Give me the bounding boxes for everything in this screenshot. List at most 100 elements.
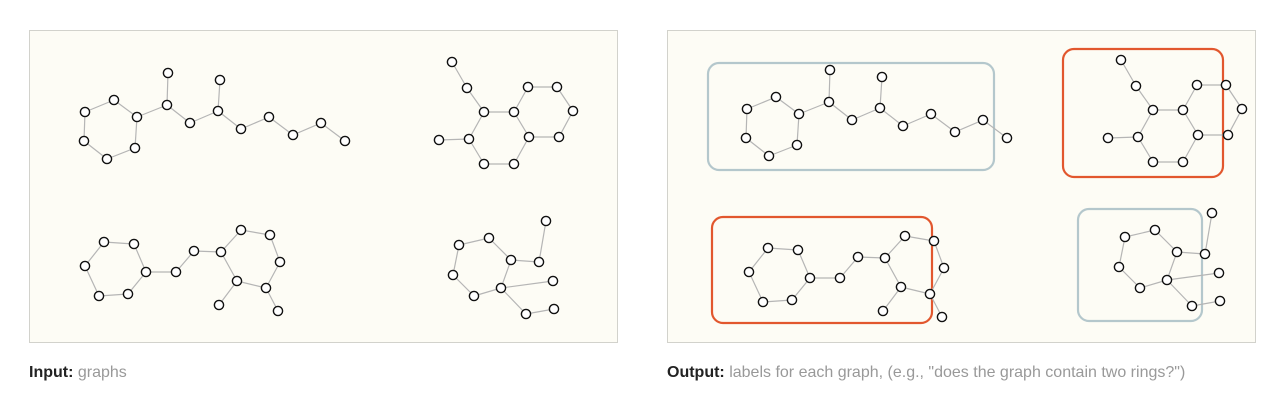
graph-edge [1166, 279, 1193, 307]
graph-node [741, 103, 753, 115]
graph-node [505, 254, 517, 266]
graph-node [1149, 224, 1161, 236]
graph-node [140, 266, 152, 278]
graph-node [874, 102, 886, 114]
graph-node [804, 272, 816, 284]
graph-node [762, 242, 774, 254]
graph-node [447, 269, 459, 281]
label-box-one-ring [706, 61, 996, 172]
graph-node [215, 246, 227, 258]
graph-node [235, 224, 247, 236]
graph-node [212, 105, 224, 117]
graph-node [1119, 231, 1131, 243]
input-panel [29, 30, 618, 343]
graph-node [977, 114, 989, 126]
graph-node [547, 275, 559, 287]
graph-edge [1204, 212, 1213, 255]
graph-node [786, 294, 798, 306]
graph-node [924, 288, 936, 300]
graph-node [1220, 79, 1232, 91]
graph-node [184, 117, 196, 129]
graph-node [1147, 156, 1159, 168]
graph-2 [1102, 54, 1248, 168]
graph-node [108, 94, 120, 106]
graph-node [824, 64, 836, 76]
graph-node [162, 67, 174, 79]
graph-node [170, 266, 182, 278]
graph-node [79, 106, 91, 118]
graph-node [936, 311, 948, 323]
graph-4 [447, 215, 560, 320]
graph-node [757, 296, 769, 308]
graph-edge [500, 280, 554, 289]
graph-node [1186, 300, 1198, 312]
graph-node [743, 266, 755, 278]
label-box-two-rings [710, 215, 934, 325]
graph-node [468, 290, 480, 302]
output-graphs-canvas [706, 47, 1248, 325]
graph-node [1236, 103, 1248, 115]
graph-node [79, 260, 91, 272]
graph-node [122, 288, 134, 300]
graph-node [1113, 261, 1125, 273]
graph-node [1192, 129, 1204, 141]
graph-edge [220, 251, 238, 282]
graph-node [1132, 131, 1144, 143]
graph-node [823, 96, 835, 108]
graph-node [483, 232, 495, 244]
graph-node [793, 108, 805, 120]
graph-edge [884, 257, 902, 288]
graph-node [339, 135, 351, 147]
graph-node [1134, 282, 1146, 294]
graph-node [1222, 129, 1234, 141]
graph-node [478, 106, 490, 118]
graph-3 [79, 224, 286, 317]
graph-node [879, 252, 891, 264]
graph-node [852, 251, 864, 263]
graph-node [508, 158, 520, 170]
input-caption-lead: Input: [29, 364, 74, 381]
graph-node [1177, 104, 1189, 116]
graph-node [1001, 132, 1013, 144]
output-panel [667, 30, 1256, 343]
graph-node [508, 106, 520, 118]
graph-node [453, 239, 465, 251]
graph-node [897, 120, 909, 132]
graph-node [925, 108, 937, 120]
graph-node [763, 150, 775, 162]
graph-edge [166, 72, 169, 106]
graph-node [272, 305, 284, 317]
graph-node [522, 81, 534, 93]
graph-node [231, 275, 243, 287]
graph-node [1115, 54, 1127, 66]
graph-node [260, 282, 272, 294]
graph-node [1213, 267, 1225, 279]
graph-node [213, 299, 225, 311]
graph-node [846, 114, 858, 126]
graph-node [1199, 248, 1211, 260]
graph-node [461, 82, 473, 94]
graph-node [1102, 132, 1114, 144]
graph-node [834, 272, 846, 284]
graph-node [463, 133, 475, 145]
graph-node [523, 131, 535, 143]
graph-node [1161, 274, 1173, 286]
graph-2 [433, 56, 579, 170]
graph-node [895, 281, 907, 293]
graph-node [433, 134, 445, 146]
graph-node [287, 129, 299, 141]
graph-node [1171, 246, 1183, 258]
label-box-two-rings [1061, 47, 1225, 179]
graph-node [1147, 104, 1159, 116]
graph-edge [828, 69, 831, 103]
graph-node [520, 308, 532, 320]
graph-node [551, 81, 563, 93]
graph-node [548, 303, 560, 315]
graph-node [235, 123, 247, 135]
graph-1 [78, 67, 351, 165]
graph-node [93, 290, 105, 302]
graph-node [533, 256, 545, 268]
graph-node [792, 244, 804, 256]
input-caption: Input: graphs [29, 364, 127, 382]
graph-node [128, 238, 140, 250]
